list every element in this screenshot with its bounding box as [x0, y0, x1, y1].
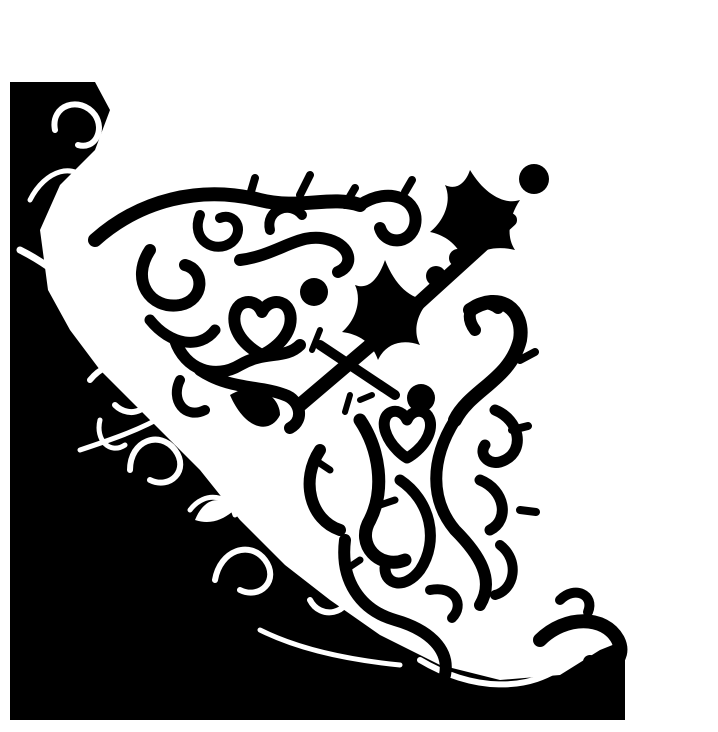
heart-icon [378, 405, 436, 464]
right-vine [430, 295, 540, 611]
orb-icon [519, 164, 549, 194]
orb-icon [300, 278, 328, 306]
heart-scrolls [169, 296, 306, 434]
heart-icon [228, 296, 297, 361]
middle-scrolls [303, 405, 463, 681]
lower-right-terminal [533, 587, 628, 674]
corner-field [10, 82, 625, 720]
fleur-de-lis-icon [342, 260, 430, 360]
orb-icon [407, 384, 435, 412]
upper-scroll-band [88, 171, 422, 348]
fleur-de-lis-icon [430, 170, 520, 265]
diagonal-spine [293, 164, 549, 415]
field-scroll-cutouts [16, 101, 582, 688]
